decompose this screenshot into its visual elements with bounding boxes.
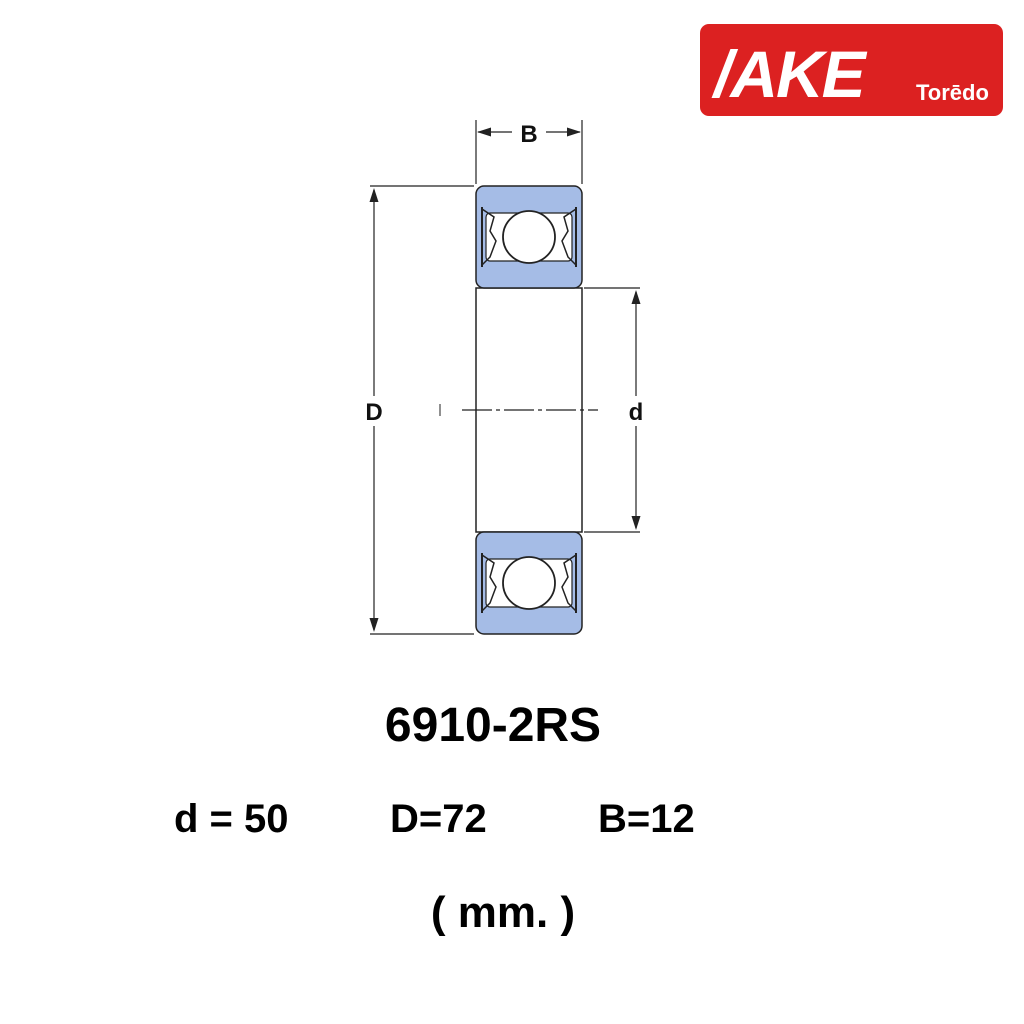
unit-label: ( mm. ) (430, 888, 576, 937)
width-arrow-right (567, 127, 581, 137)
width-label: B (520, 121, 537, 148)
inner-diameter-spec: d = 50 (174, 797, 289, 841)
bottom-left-seal (481, 554, 497, 612)
model-number: 6910-2RS (384, 699, 602, 752)
inner-diameter-label: d (629, 399, 644, 426)
logo-brand-text: /AKE (711, 37, 868, 111)
inner-arrow-top (631, 290, 641, 304)
inner-label-bg (622, 396, 650, 426)
width-spec: B=12 (598, 797, 695, 841)
top-ball (502, 210, 556, 264)
logo-sub-text: Torēdo (916, 80, 989, 105)
top-right-seal (561, 208, 577, 266)
bottom-right-seal (561, 554, 577, 612)
bottom-ball (502, 556, 556, 610)
width-label-bg (512, 118, 546, 148)
outer-diameter-spec: D=72 (390, 797, 487, 841)
outer-arrow-top (369, 188, 379, 202)
brand-logo: /AKE Torēdo (700, 24, 1003, 116)
inner-arrow-bottom (631, 516, 641, 530)
logo-background (700, 24, 1003, 116)
outer-label-bg (360, 396, 388, 426)
outer-diameter-label: D (365, 399, 382, 426)
outer-arrow-bottom (369, 618, 379, 632)
width-arrow-left (477, 127, 491, 137)
top-left-seal (481, 208, 497, 266)
